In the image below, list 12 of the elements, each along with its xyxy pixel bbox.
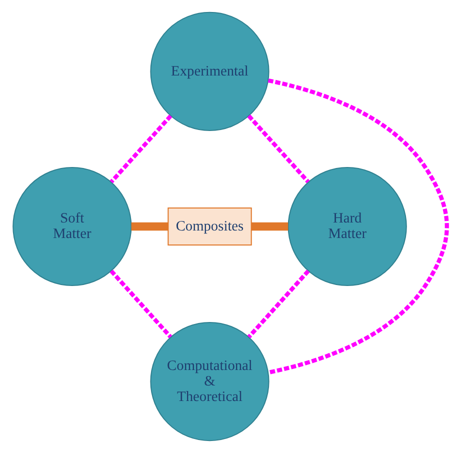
node-circle: Soft Matter xyxy=(12,166,132,286)
connector xyxy=(250,222,288,231)
connector xyxy=(267,78,448,375)
node-box: Composites xyxy=(167,208,252,246)
connector xyxy=(109,114,172,184)
node-circle: Experimental xyxy=(150,12,269,131)
node-circle: Hard Matter xyxy=(287,166,406,286)
connector xyxy=(130,222,168,231)
node-circle: Computational & Theoretical xyxy=(150,322,269,442)
connector xyxy=(246,270,310,338)
connector xyxy=(109,270,172,338)
connector xyxy=(246,114,310,184)
